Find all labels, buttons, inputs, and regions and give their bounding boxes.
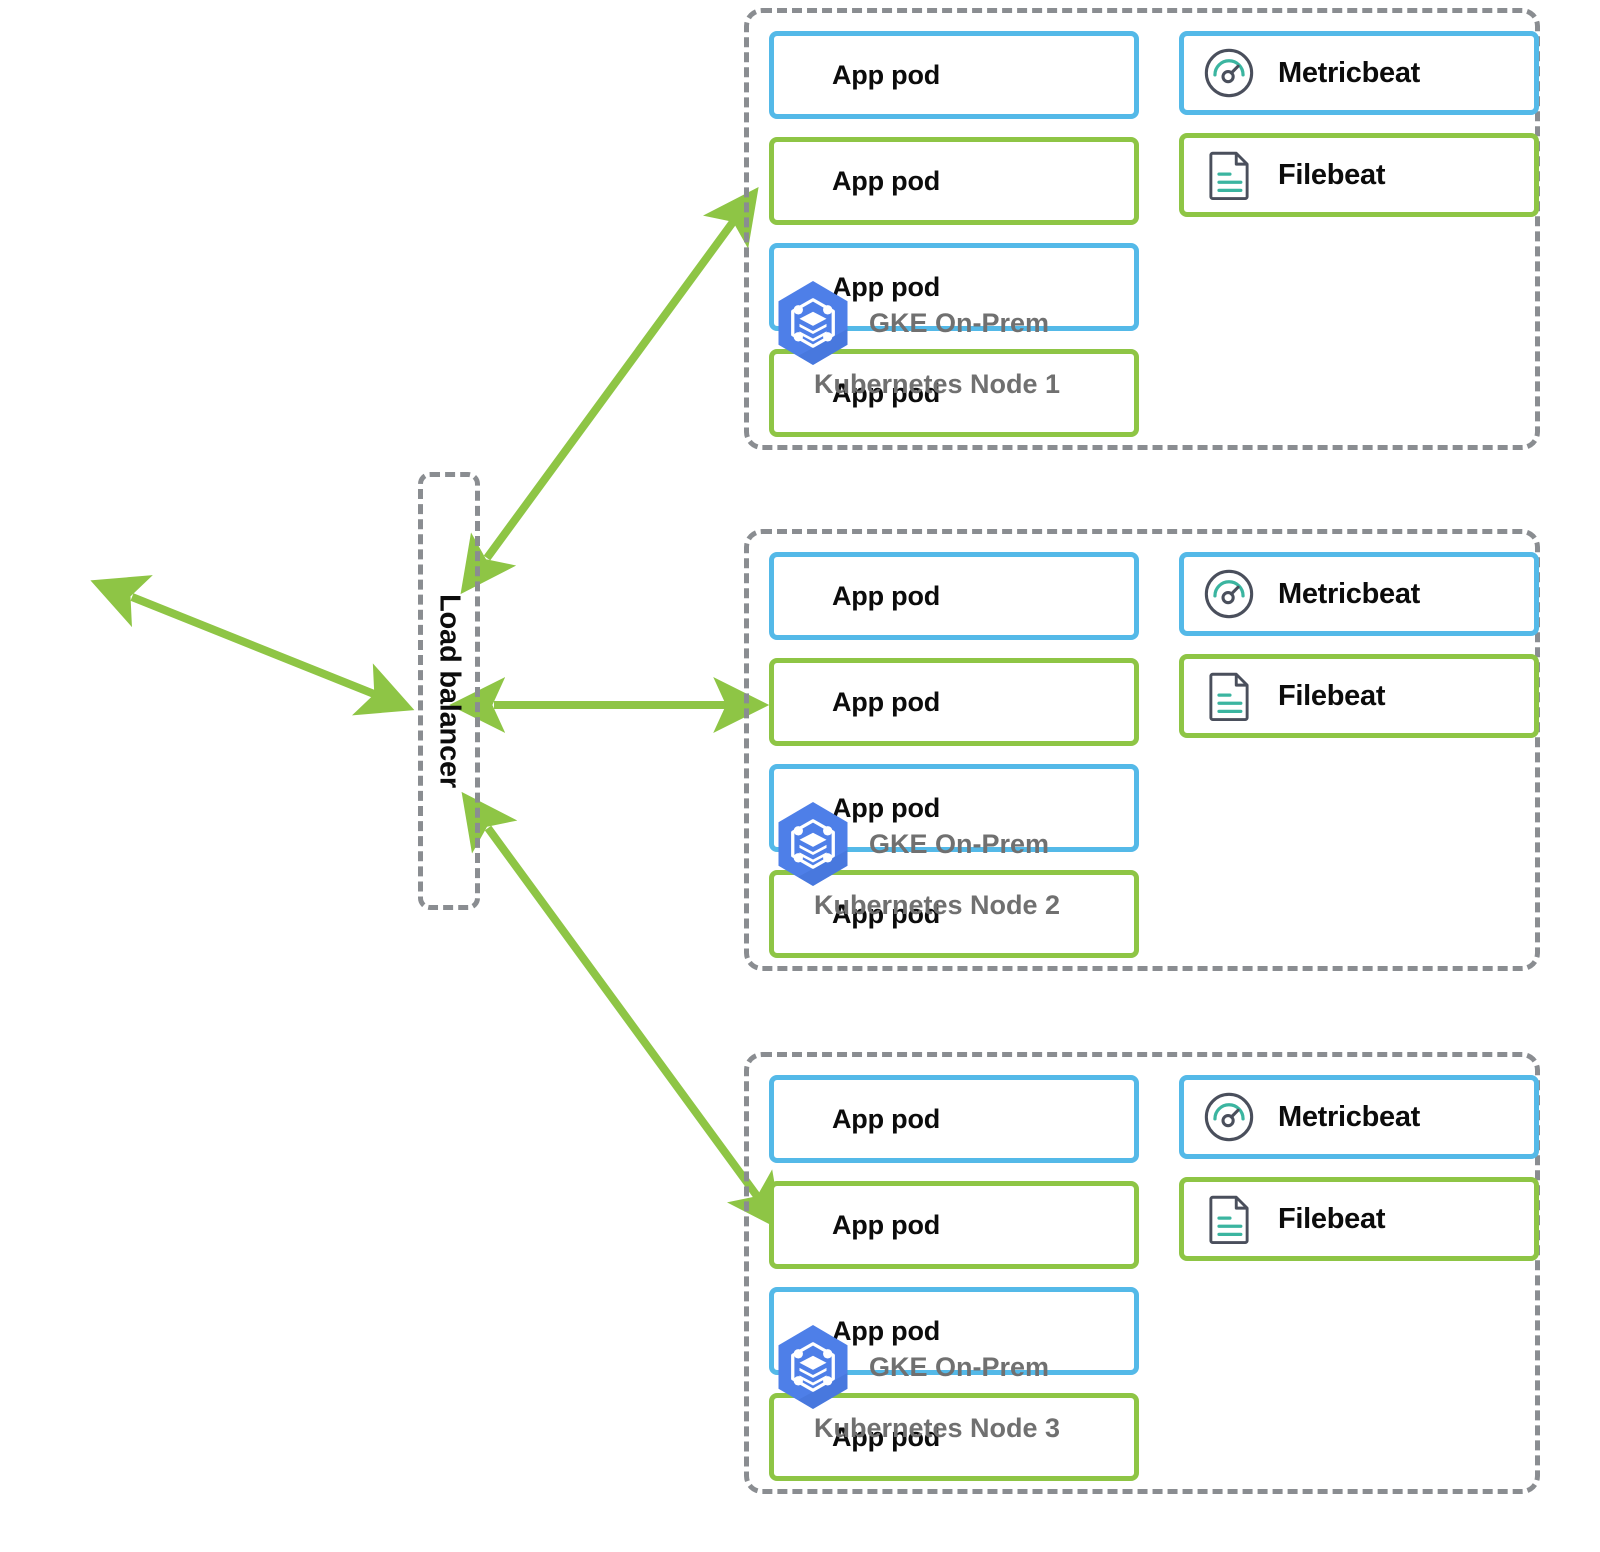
node-3-agents: Metricbeat Filebeat <box>1179 1075 1539 1279</box>
gauge-icon <box>1204 1092 1254 1142</box>
node-2-platform: GKE On-Prem Kubernetes Node 2 <box>765 796 1109 921</box>
gauge-icon <box>1204 569 1254 619</box>
node-3-pod-4[interactable]: App pod <box>769 1393 1139 1481</box>
node-1-platform: GKE On-Prem Kubernetes Node 1 <box>765 275 1109 400</box>
node-3-pods: App pod App pod App pod App pod <box>769 1075 1139 1499</box>
document-icon <box>1209 151 1249 201</box>
node-2-pod-1[interactable]: App pod <box>769 552 1139 640</box>
pod-label: App pod <box>832 59 941 90</box>
node-1-pods: App pod App pod App pod App pod <box>769 31 1139 455</box>
document-icon <box>1209 1195 1249 1245</box>
gauge-icon <box>1204 48 1254 98</box>
node-3-pod-1[interactable]: App pod <box>769 1075 1139 1163</box>
agent-label: Metricbeat <box>1278 56 1421 89</box>
load-balancer-box[interactable]: Load balancer <box>418 472 480 910</box>
node-2-agents: Metricbeat Filebeat <box>1179 552 1539 756</box>
gke-hexagon-icon <box>778 281 848 365</box>
node-1-metricbeat[interactable]: Metricbeat <box>1179 31 1539 115</box>
pod-label: App pod <box>832 580 941 611</box>
pod-label: App pod <box>832 377 941 408</box>
pod-label: App pod <box>832 271 941 302</box>
kubernetes-node-2[interactable]: App pod App pod App pod App pod <box>744 529 1540 971</box>
arrow-load-balancer-to-node-3 <box>461 791 783 1232</box>
pod-label: App pod <box>832 1315 941 1346</box>
platform-label-line1: GKE On-Prem <box>869 307 1050 338</box>
node-1-pod-1[interactable]: App pod <box>769 31 1139 119</box>
pod-label: App pod <box>832 686 941 717</box>
agent-label: Metricbeat <box>1278 1100 1421 1133</box>
pod-label: App pod <box>832 165 941 196</box>
pod-label: App pod <box>832 1103 941 1134</box>
node-3-metricbeat[interactable]: Metricbeat <box>1179 1075 1539 1159</box>
load-balancer-label: Load balancer <box>433 593 466 789</box>
platform-label-line2: Kubernetes Node 3 <box>813 1413 1061 1443</box>
pod-label: App pod <box>832 1209 941 1240</box>
gke-hexagon-icon <box>778 802 848 886</box>
platform-label-line1: GKE On-Prem <box>869 828 1050 859</box>
agent-label: Filebeat <box>1278 1202 1386 1235</box>
kubernetes-node-1[interactable]: App pod App pod App pod App pod <box>744 8 1540 450</box>
node-1-pod-4[interactable]: App pod <box>769 349 1139 437</box>
platform-label-line2: Kubernetes Node 2 <box>813 890 1061 920</box>
agent-label: Metricbeat <box>1278 577 1421 610</box>
agent-label: Filebeat <box>1278 679 1386 712</box>
gke-hexagon-icon <box>778 1325 848 1409</box>
pod-label: App pod <box>832 1421 941 1452</box>
platform-label-line2: Kubernetes Node 1 <box>813 369 1061 399</box>
kubernetes-node-3[interactable]: App pod App pod App pod App pod <box>744 1052 1540 1494</box>
node-3-pod-2[interactable]: App pod <box>769 1181 1139 1269</box>
node-1-filebeat[interactable]: Filebeat <box>1179 133 1539 217</box>
pod-label: App pod <box>832 898 941 929</box>
node-3-pod-3[interactable]: App pod <box>769 1287 1139 1375</box>
node-3-filebeat[interactable]: Filebeat <box>1179 1177 1539 1261</box>
document-icon <box>1209 672 1249 722</box>
node-2-pod-4[interactable]: App pod <box>769 870 1139 958</box>
platform-label-line1: GKE On-Prem <box>869 1351 1050 1382</box>
node-1-pod-2[interactable]: App pod <box>769 137 1139 225</box>
pod-label: App pod <box>832 792 941 823</box>
node-2-pods: App pod App pod App pod App pod <box>769 552 1139 976</box>
arrow-client-to-load-balancer <box>90 575 415 716</box>
node-1-agents: Metricbeat Filebeat <box>1179 31 1539 235</box>
node-3-platform: GKE On-Prem Kubernetes Node 3 <box>765 1319 1109 1444</box>
node-2-filebeat[interactable]: Filebeat <box>1179 654 1539 738</box>
node-2-pod-2[interactable]: App pod <box>769 658 1139 746</box>
node-2-metricbeat[interactable]: Metricbeat <box>1179 552 1539 636</box>
agent-label: Filebeat <box>1278 158 1386 191</box>
arrow-load-balancer-to-node-1 <box>460 186 759 595</box>
